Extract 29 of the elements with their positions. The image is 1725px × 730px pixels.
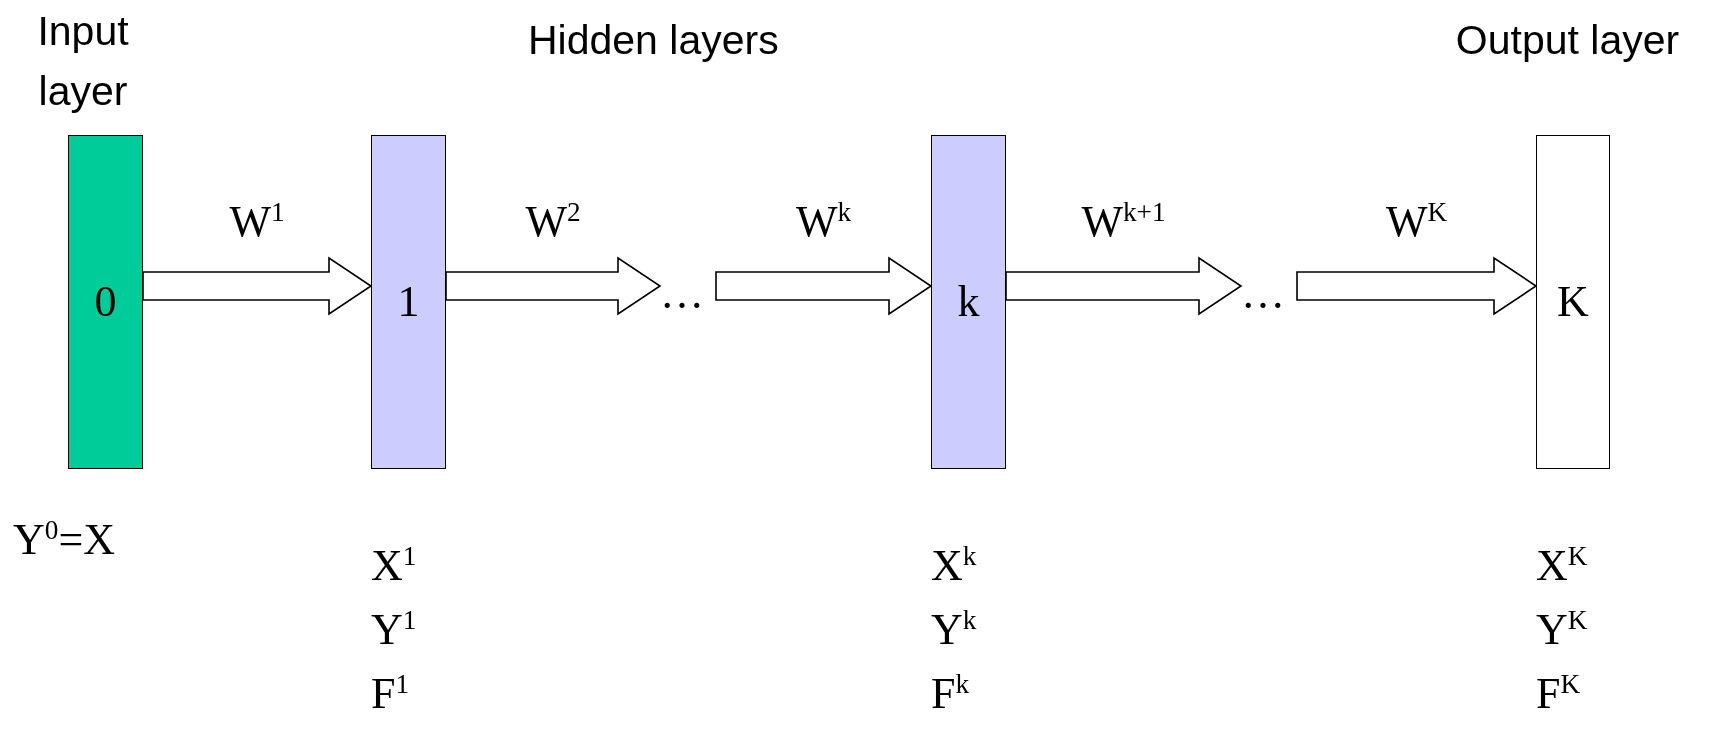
layer-number: K <box>1557 280 1589 324</box>
group-heading: Hidden layers <box>528 20 779 61</box>
variable-label: Y$^{k}$ <box>931 604 977 656</box>
variable-label: Y$^{0}$=X <box>13 514 115 566</box>
variable-label: Y$^{K}$ <box>1536 604 1588 656</box>
layer-number: 1 <box>397 280 420 324</box>
variable-label: F$^{K}$ <box>1536 668 1581 720</box>
variable-label: F$^{1}$ <box>371 668 410 720</box>
edge-label: W$^{K}$ <box>1385 200 1448 244</box>
block-arrow <box>142 256 373 316</box>
edge-label: W$^{k+1}$ <box>1081 200 1166 244</box>
block-arrow <box>445 256 662 316</box>
edge-label: W$^{1}$ <box>229 200 285 244</box>
layer-number: 0 <box>94 280 117 324</box>
ellipsis: … <box>660 272 704 316</box>
block-arrow <box>1005 256 1243 316</box>
edge-label: W$^{k}$ <box>795 200 852 244</box>
variable-label: Y$^{1}$ <box>371 604 417 656</box>
variable-label: X$^{k}$ <box>931 540 977 592</box>
variable-label: F$^{k}$ <box>931 668 970 720</box>
variable-label: X$^{1}$ <box>371 540 417 592</box>
edge-label: W$^{2}$ <box>525 200 581 244</box>
variable-label: X$^{K}$ <box>1536 540 1588 592</box>
ellipsis: … <box>1241 272 1285 316</box>
layer-number: k <box>957 280 980 324</box>
layer-heading: Output layer <box>1454 16 1681 65</box>
block-arrow <box>1296 256 1538 316</box>
block-arrow <box>715 256 933 316</box>
layer-heading: Input layer <box>36 7 130 116</box>
